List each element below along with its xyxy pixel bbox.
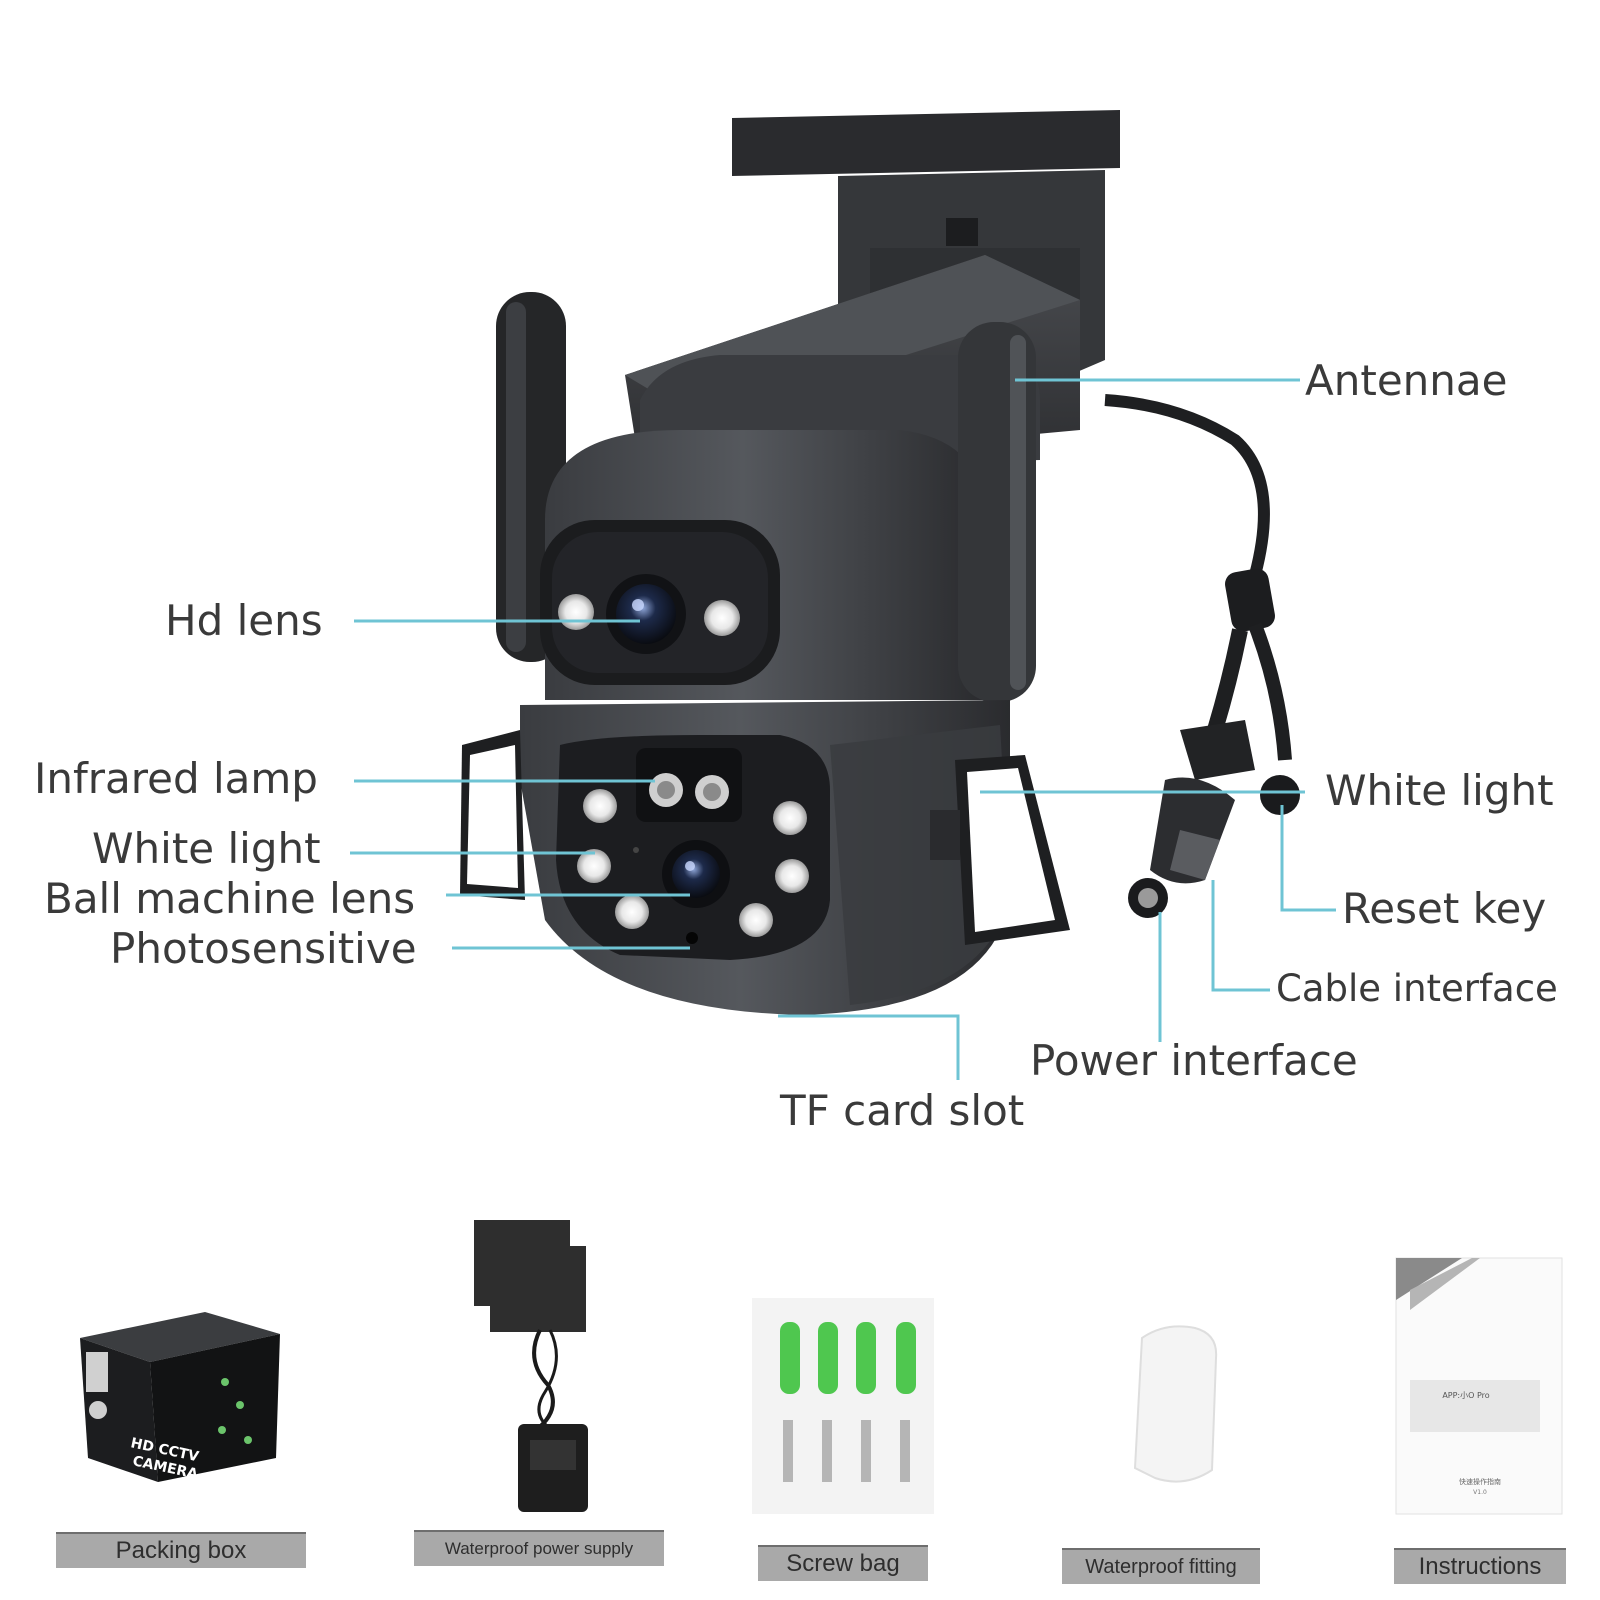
- callout-reset-key: Reset key: [1342, 884, 1547, 933]
- callout-antennae: Antennae: [1305, 356, 1508, 405]
- label-waterproof-fitting: Waterproof fitting: [1062, 1548, 1260, 1584]
- lower-head: [520, 700, 1010, 1015]
- right-antenna: [958, 322, 1036, 702]
- callout-photosensitive: Photosensitive: [110, 924, 417, 973]
- label-power-supply: Waterproof power supply: [414, 1530, 664, 1566]
- callout-infrared-lamp: Infrared lamp: [34, 754, 318, 803]
- cable-assembly: [1104, 394, 1300, 918]
- leader-lines: [350, 378, 1336, 1080]
- left-floodlight: [460, 730, 525, 900]
- label-packing-box: Packing box: [56, 1532, 306, 1568]
- packing-box-image: [80, 1312, 280, 1482]
- power-supply-image: [474, 1220, 588, 1512]
- callout-white-light-left: White light: [92, 824, 321, 873]
- callout-tf-card-slot: TF card slot: [780, 1086, 1025, 1135]
- manual-guide-text: 快速操作指南: [1459, 1477, 1501, 1486]
- screw-bag-image: [752, 1298, 934, 1514]
- label-instructions: Instructions: [1394, 1548, 1566, 1584]
- callout-white-light-right: White light: [1325, 766, 1554, 815]
- label-screw-bag: Screw bag: [758, 1545, 928, 1581]
- instructions-image: [1395, 1257, 1563, 1515]
- upper-head: [540, 430, 985, 700]
- right-floodlight: [930, 755, 1070, 945]
- callout-hd-lens: Hd lens: [165, 596, 323, 645]
- waterproof-fitting-image: [1133, 1325, 1218, 1483]
- manual-app-text: APP:小O Pro: [1442, 1391, 1489, 1400]
- callout-cable-interface: Cable interface: [1276, 967, 1558, 1010]
- callout-power-interface: Power interface: [1030, 1036, 1358, 1085]
- manual-version-text: V1.0: [1473, 1489, 1487, 1496]
- callout-ball-machine-lens: Ball machine lens: [44, 874, 416, 923]
